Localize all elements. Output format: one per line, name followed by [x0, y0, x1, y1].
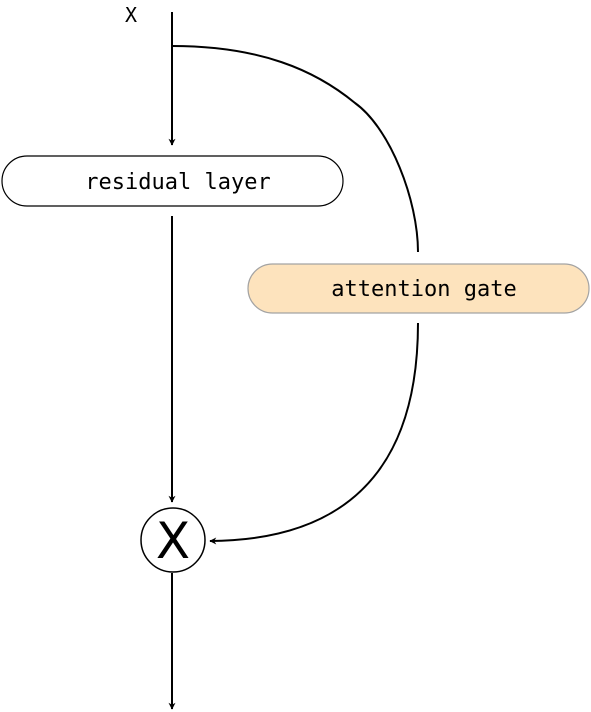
residual-layer-node: residual layer [1, 155, 344, 207]
attention-gate-node: attention gate [247, 263, 590, 314]
input-to-attention-connector [171, 45, 419, 253]
input-label: X [125, 3, 137, 27]
multiply-circle [140, 507, 206, 573]
attention-gate-label: attention gate [331, 277, 516, 302]
multiply-symbol: X [156, 512, 190, 570]
multiply-node: X [140, 507, 206, 573]
attention-gate-box [247, 263, 590, 314]
attention-to-multiply-arrow [209, 322, 419, 545]
residual-layer-box [1, 155, 344, 207]
residual-layer-label: residual layer [85, 170, 270, 195]
